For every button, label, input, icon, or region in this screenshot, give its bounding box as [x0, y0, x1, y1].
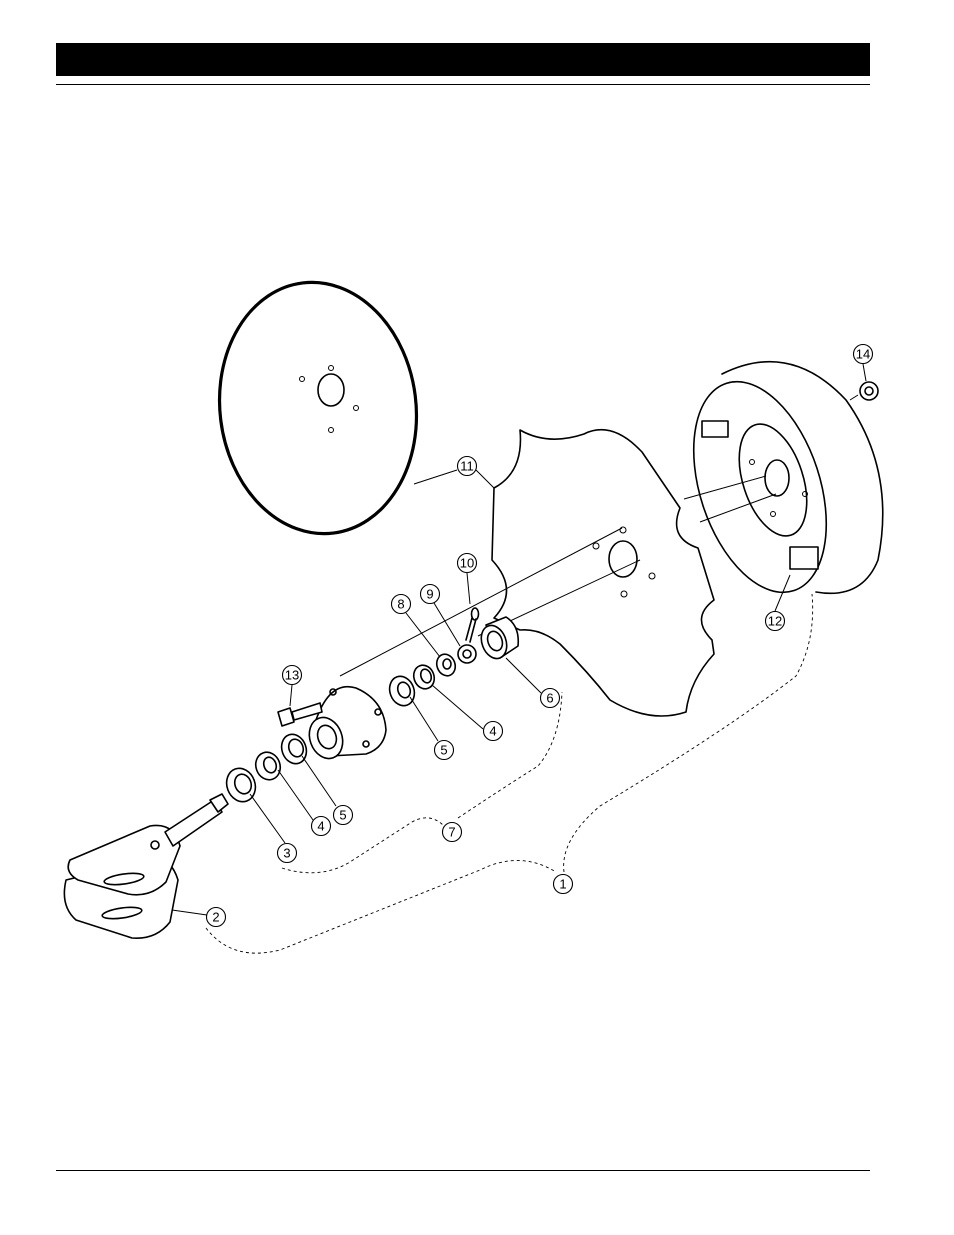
- callout-number: 4: [489, 724, 496, 739]
- callout-number: 8: [397, 597, 404, 612]
- callout-5: 5: [435, 741, 454, 760]
- castle-nut: [458, 645, 476, 663]
- callout-number: 3: [283, 846, 290, 861]
- cotter-pin: [466, 608, 479, 642]
- mounting-plates: [64, 794, 228, 938]
- callout-2: 2: [207, 908, 226, 927]
- callout-4: 4: [312, 817, 331, 836]
- callout-number: 13: [285, 668, 299, 683]
- bearing-cone-left: [252, 749, 284, 784]
- callout-6: 6: [541, 689, 560, 708]
- callout-number: 1: [559, 877, 566, 892]
- callout-4: 4: [484, 722, 503, 741]
- callout-12: 12: [766, 612, 785, 631]
- notched-disc-blade: [492, 430, 714, 716]
- callout-10: 10: [458, 554, 477, 573]
- callout-8: 8: [392, 595, 411, 614]
- callout-11: 11: [458, 457, 477, 476]
- callout-9: 9: [421, 585, 440, 604]
- callout-number: 11: [460, 459, 474, 474]
- callout-5: 5: [334, 806, 353, 825]
- callout-13: 13: [283, 666, 302, 685]
- callout-number: 12: [768, 614, 782, 629]
- callout-number: 7: [448, 825, 455, 840]
- callout-number: 14: [856, 347, 870, 362]
- smooth-disc-blade: [205, 271, 430, 545]
- callout-number: 9: [426, 587, 433, 602]
- lock-nut: [860, 382, 878, 400]
- callout-1: 1: [554, 875, 573, 894]
- callout-14: 14: [854, 345, 873, 364]
- callout-number: 5: [440, 743, 447, 758]
- callout-number: 6: [546, 691, 553, 706]
- callout-number: 2: [212, 910, 219, 925]
- callout-number: 5: [339, 808, 346, 823]
- callout-number: 10: [460, 556, 474, 571]
- footer-rule: [56, 1170, 870, 1171]
- bearing-cone-right: [410, 662, 437, 691]
- disc-hub: [304, 687, 386, 764]
- dust-cap: [477, 617, 518, 662]
- callout-3: 3: [278, 844, 297, 863]
- flat-washer: [434, 652, 458, 679]
- callout-number: 4: [317, 819, 324, 834]
- callout-7: 7: [443, 823, 462, 842]
